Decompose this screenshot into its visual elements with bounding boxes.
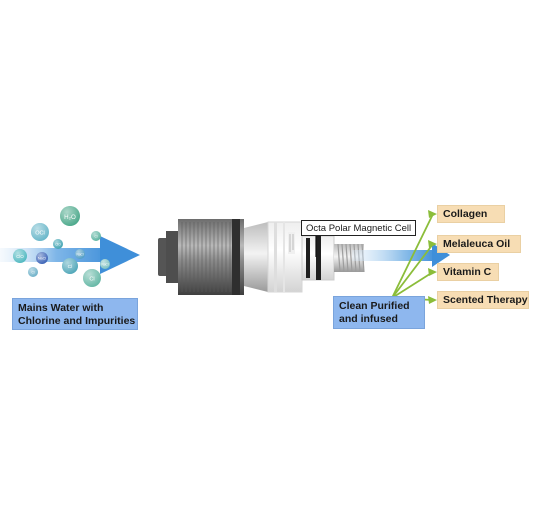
connector-line — [391, 213, 434, 299]
connector-arrowhead — [428, 210, 437, 218]
molecule-bubble: Cl — [28, 267, 38, 277]
input-label-line2: Chlorine and Impurities — [18, 315, 136, 327]
outflow-arrow — [352, 243, 450, 267]
molecule-bubble: NaCl — [36, 252, 48, 264]
connector-arrowhead — [428, 240, 437, 248]
molecule-label: Cl — [94, 234, 97, 238]
molecule-bubble: ClO — [53, 239, 63, 249]
magnetic-cell-band — [316, 236, 321, 280]
callout-text: Octa Polar Magnetic Cell — [306, 223, 412, 234]
molecule-label: Cl — [31, 270, 34, 274]
molecule-bubble: NaCl — [100, 259, 110, 269]
input-label-line1: Mains Water with — [18, 302, 104, 314]
magnetic-cell-band — [306, 238, 310, 278]
cartridge-taper — [244, 222, 268, 292]
filter-cartridge — [158, 219, 365, 295]
output-label-line1: Clean Purified — [339, 300, 410, 312]
cartridge-dark-band — [232, 219, 240, 295]
molecule-label: ClO — [55, 242, 61, 246]
molecule-label: NaCl — [38, 257, 46, 261]
molecule-label: NaCl — [76, 252, 83, 256]
connector-line — [391, 243, 434, 299]
connector-arrowhead — [428, 296, 437, 304]
infusion-label: Collagen — [443, 208, 488, 220]
molecule-label: Cl — [68, 264, 73, 270]
molecule-bubble: Cl — [91, 231, 101, 241]
molecule-bubble: H₂O — [60, 206, 80, 226]
infusion-scented-therapy: Scented Therapy — [437, 291, 529, 309]
output-label-line2: and infused — [339, 313, 398, 325]
molecule-bubble: Cl — [62, 258, 78, 274]
infusion-label: Scented Therapy — [443, 294, 528, 306]
molecule-label: OCl — [35, 231, 45, 237]
molecule-bubble: ClO — [13, 249, 27, 263]
connector-line — [391, 271, 434, 299]
infusion-melaleuca-oil: Melaleuca Oil — [437, 235, 521, 253]
connector-arrowhead — [428, 268, 437, 276]
infusion-vitamin-c: Vitamin C — [437, 263, 499, 281]
infusion-label: Vitamin C — [443, 266, 492, 278]
molecule-label: ClO — [16, 254, 24, 259]
molecule-label: NaCl — [101, 262, 108, 266]
molecule-bubble: OCl — [31, 223, 49, 241]
molecule-label: H₂O — [64, 214, 76, 221]
cartridge-collar — [166, 231, 180, 283]
molecule-bubble: NaCl — [75, 249, 85, 259]
molecule-label: Cl — [89, 277, 94, 283]
molecule-bubble: Cl — [83, 269, 101, 287]
output-water-label: Clean Purified and infused — [333, 296, 425, 329]
infusion-label: Melaleuca Oil — [443, 238, 511, 250]
magnetic-cell-callout: Octa Polar Magnetic Cell — [301, 220, 416, 236]
infusion-collagen: Collagen — [437, 205, 505, 223]
input-water-label: Mains Water with Chlorine and Impurities — [12, 298, 138, 330]
cartridge-end-cap — [158, 238, 168, 276]
